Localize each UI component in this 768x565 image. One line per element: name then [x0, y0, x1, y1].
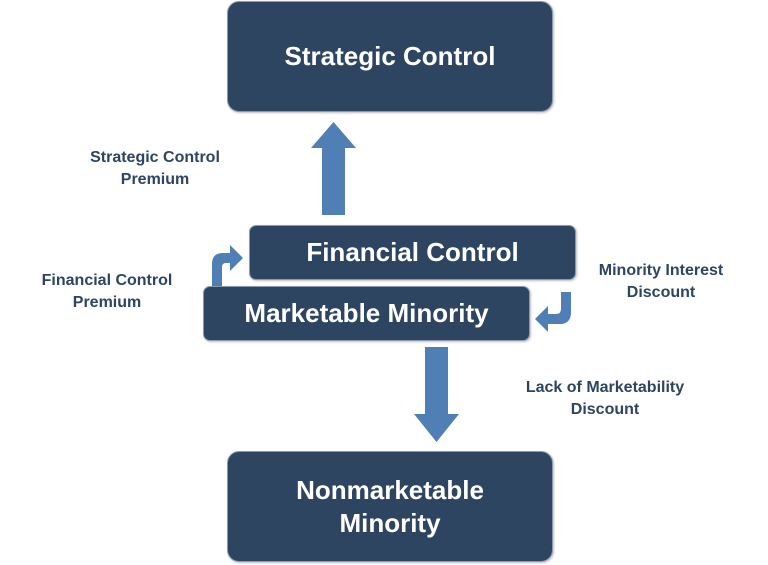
lack-of-marketability-discount-label: Lack of Marketability Discount — [500, 377, 710, 421]
marketable-minority-text: Marketable Minority — [244, 298, 489, 328]
strategic-control-premium-label: Strategic Control Premium — [70, 147, 240, 191]
strategic-control-premium-line2: Premium — [120, 171, 190, 188]
arrow-up-to-strategic-control — [311, 122, 356, 215]
financial-control-premium-line1: Financial Control — [41, 272, 173, 289]
curved-arrow-to-financial-control — [212, 245, 243, 286]
nonmarketable-minority-box: Nonmarketable Minority — [227, 451, 553, 562]
marketable-minority-box: Marketable Minority — [203, 286, 530, 341]
minority-interest-discount-line1: Minority Interest — [598, 262, 724, 279]
arrow-down-to-nonmarketable-minority — [414, 347, 459, 442]
lack-of-marketability-discount-line2: Discount — [570, 401, 640, 418]
financial-control-premium-label: Financial Control Premium — [22, 270, 192, 314]
lack-of-marketability-discount-line1: Lack of Marketability — [525, 379, 685, 396]
nonmarketable-minority-text-line1: Nonmarketable — [296, 474, 484, 505]
strategic-control-premium-line1: Strategic Control — [90, 149, 220, 166]
minority-interest-discount-line2: Discount — [626, 284, 696, 301]
financial-control-box: Financial Control — [249, 225, 576, 280]
strategic-control-box: Strategic Control — [227, 1, 553, 112]
financial-control-text: Financial Control — [306, 237, 519, 267]
strategic-control-text: Strategic Control — [284, 41, 496, 71]
nonmarketable-minority-text-line2: Minority — [339, 507, 441, 538]
minority-interest-discount-label: Minority Interest Discount — [578, 260, 744, 304]
financial-control-premium-line2: Premium — [72, 294, 142, 311]
curved-arrow-to-marketable-minority — [535, 292, 571, 332]
